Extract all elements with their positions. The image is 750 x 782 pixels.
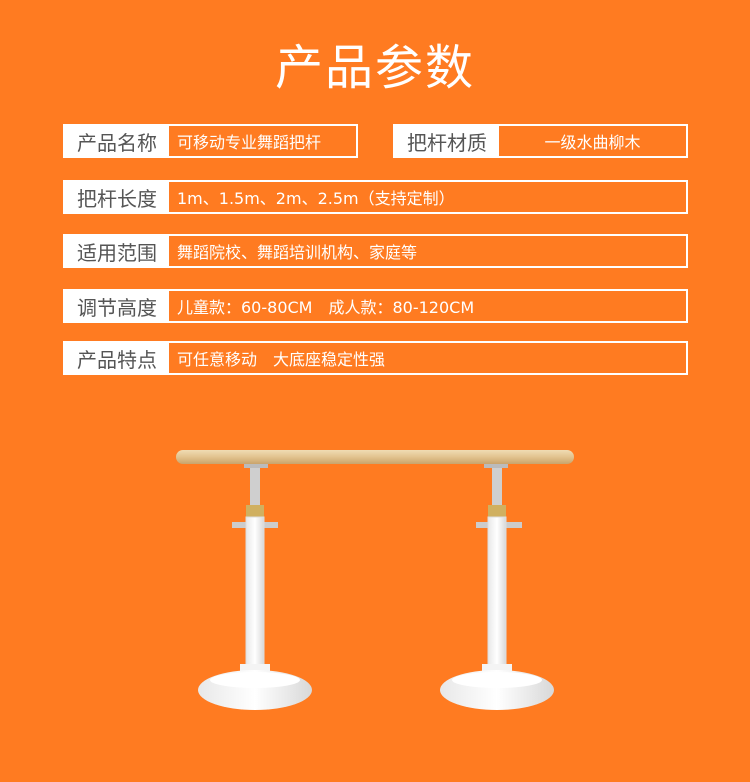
param-label: 产品特点 <box>65 343 169 373</box>
param-label: 调节高度 <box>65 291 169 321</box>
param-label: 适用范围 <box>65 236 169 266</box>
wooden-rail <box>176 450 574 464</box>
left-stand <box>198 463 312 710</box>
param-value: 舞蹈院校、舞蹈培训机构、家庭等 <box>177 243 418 262</box>
param-value: 可移动专业舞蹈把杆 <box>177 133 322 152</box>
param-row-height: 调节高度 儿童款：60-80CM 成人款：80-120CM <box>63 289 688 323</box>
right-stand <box>440 463 554 710</box>
param-row-scope: 适用范围 舞蹈院校、舞蹈培训机构、家庭等 <box>63 234 688 268</box>
param-value: 儿童款：60-80CM 成人款：80-120CM <box>177 298 475 317</box>
page-title: 产品参数 <box>274 40 475 96</box>
param-label: 把杆材质 <box>395 126 499 156</box>
param-row-features: 产品特点 可任意移动 大底座稳定性强 <box>63 341 688 375</box>
param-label: 产品名称 <box>65 126 169 156</box>
param-value: 一级水曲柳木 <box>544 133 641 152</box>
param-value: 可任意移动 大底座稳定性强 <box>177 350 386 369</box>
param-value: 1m、1.5m、2m、2.5m（支持定制） <box>177 189 455 208</box>
param-row-material: 把杆材质 一级水曲柳木 <box>393 124 688 158</box>
param-label: 把杆长度 <box>65 182 169 212</box>
param-row-length: 把杆长度 1m、1.5m、2m、2.5m（支持定制） <box>63 180 688 214</box>
param-row-name: 产品名称 可移动专业舞蹈把杆 <box>63 124 358 158</box>
